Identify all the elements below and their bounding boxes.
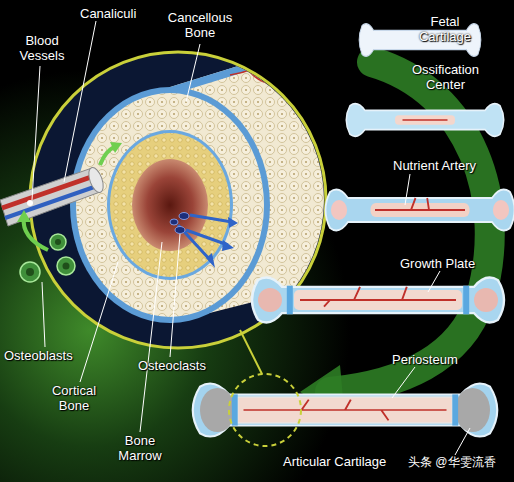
part-label: Osteoclasts — [138, 358, 228, 373]
zoom-circle — [229, 374, 301, 446]
ossification-bone — [346, 104, 504, 137]
leader-lines — [32, 21, 470, 455]
arrowhead — [17, 210, 31, 222]
shaft-vessels — [230, 30, 330, 85]
part-label: 头条 @华雯流香 — [408, 455, 514, 470]
osteoblast-arrow — [24, 218, 48, 250]
osteoblast-cells — [20, 234, 75, 282]
part-label: Canaliculi — [80, 6, 160, 21]
arrowhead — [110, 142, 122, 153]
mature-bone — [193, 383, 498, 436]
cortical-ring — [76, 93, 264, 317]
part-label: Cancellous Bone — [160, 10, 240, 40]
osteoclast-cell — [175, 227, 185, 234]
osteoclast-cell — [170, 219, 178, 225]
cancellous-ring — [110, 133, 230, 277]
part-label: Bone Marrow — [110, 433, 170, 463]
part-label: Articular Cartilage — [283, 454, 408, 469]
part-label: Osteoblasts — [4, 348, 94, 363]
osteoclast-arrows — [178, 215, 232, 262]
part-label: Growth Plate — [400, 256, 510, 271]
part-label: Periosteum — [392, 352, 502, 367]
blood-vessel — [0, 166, 106, 226]
part-label: Ossification Center — [398, 62, 493, 92]
part-label: Blood Vessels — [12, 33, 72, 63]
endosteum-ring — [107, 130, 233, 280]
arrowhead — [228, 217, 238, 228]
part-label: Cortical Bone — [42, 383, 106, 413]
zoom-line — [240, 330, 262, 374]
growth-plate-bone — [252, 278, 504, 323]
osteoclast-cell — [179, 213, 189, 220]
arrowhead — [206, 253, 215, 268]
part-label: Fetal Cartilage — [405, 14, 485, 44]
nutrient-artery-bone — [326, 190, 514, 231]
part-label: Nutrient Artery — [393, 158, 513, 173]
periosteum-ring — [70, 87, 270, 323]
marrow-core — [132, 159, 208, 251]
arrowhead — [222, 240, 234, 251]
